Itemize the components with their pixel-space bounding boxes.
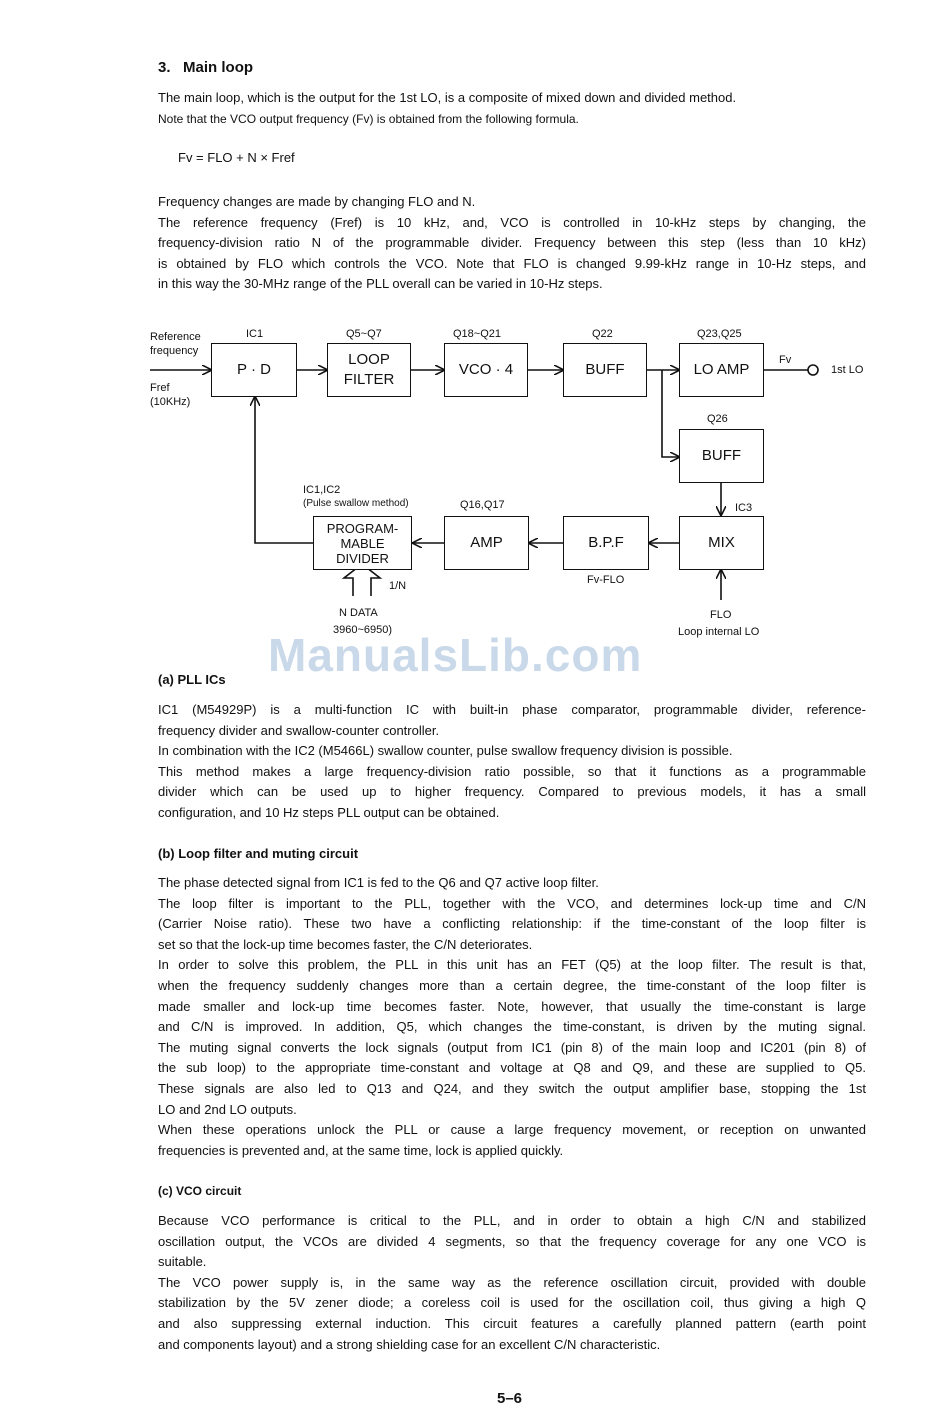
sec-b-line: The phase detected signal from IC1 is fe… [158,875,599,890]
sec-c-line: Because VCO performance is critical to t… [158,1213,866,1228]
sec-a-line: This method makes a large frequency-divi… [158,763,866,779]
sec-b-line: frequencies is prevented and, at the sam… [158,1142,564,1158]
freq-line: in this way the 30-MHz range of the PLL … [158,276,603,292]
section-title: Main loop [183,59,254,76]
sec-b-line: made smaller and lock-up time becomes fa… [158,998,866,1014]
sec-a-line: IC1 (M54929P) is a multi-function IC wit… [158,702,866,717]
freq-line: is obtained by FLO which controls the VC… [158,255,866,271]
buff1-ref: Q22 [592,328,613,340]
section-c-body: Because VCO performance is critical to t… [158,1211,866,1355]
bpf-block: B.P.F [563,516,649,570]
sec-a-line: In combination with the IC2 (M5466L) swa… [158,743,733,759]
programmable-divider-block: PROGRAM- MABLE DIVIDER [313,516,412,570]
sec-c-line: The VCO power supply is, in the same way… [158,1274,866,1290]
watermark: ManualsLib.com [268,629,643,681]
vco-formula: Fv = FLO + N × Fref [178,150,295,165]
section-b-title: (b) Loop filter and muting circuit [158,846,359,861]
prog-div-ref: IC1,IC2 (Pulse swallow method) [303,484,409,509]
bpf-output-label: Fv-FLO [587,574,625,586]
sec-b-line: when the frequency suddenly changes more… [158,977,866,993]
section-number: 3. [158,59,171,76]
sec-b-line: LO and 2nd LO outputs. [158,1101,297,1117]
freq-line: Frequency changes are made by changing F… [158,194,476,209]
section-a-title: (a) PLL ICs [158,672,226,687]
sec-a-line: divider which can be used up to higher f… [158,784,866,800]
output-label: 1st LO [831,364,864,376]
vco-block: VCO · 4 [444,343,528,397]
vco-ref: Q18~Q21 [453,328,502,340]
intro-line: The main loop, which is the output for t… [158,90,737,105]
sec-c-line: and also suppressing external induction.… [158,1315,866,1331]
sec-c-line: oscillation output, the VCOs are divided… [158,1233,866,1249]
loop-filter-ref: Q5~Q7 [346,328,382,340]
sec-b-line: (Carrier Noise ratio). These two have a … [158,916,866,932]
n-data-range: 3960~6950) [333,624,393,636]
sec-b-line: The muting signal converts the lock sign… [158,1039,866,1055]
section-b-body: The phase detected signal from IC1 is fe… [158,873,866,1161]
loop-filter-block: LOOP FILTER [327,343,411,397]
sec-b-line: These signals are also led to Q13 and Q2… [158,1080,866,1096]
sec-c-line: stabilization by the 5V zener diode; a c… [158,1295,866,1311]
page-number: 5–6 [497,1390,523,1407]
diagram-wiring [150,364,819,600]
mixer-block: MIX [679,516,764,570]
fv-label: Fv [779,354,792,366]
sec-b-line: When these operations unlock the PLL or … [158,1122,866,1138]
reference-input-label: Reference frequency [150,331,201,357]
section-a-body: IC1 (M54929P) is a multi-function IC wit… [158,700,866,824]
flo-label: FLO [710,609,732,621]
freq-line: frequency-division ratio N of the progra… [158,235,866,251]
sec-c-line: and components layout) and a strong shie… [158,1336,661,1352]
amp-block: AMP [444,516,529,570]
phase-detector-block: P · D [211,343,297,397]
intro-line: Note that the VCO output frequency (Fv) … [158,111,579,126]
flo-description: Loop internal LO [678,626,760,638]
sec-c-line: suitable. [158,1254,207,1270]
buffer2-block: BUFF [679,429,764,483]
pll-block-diagram: Reference frequency Fref (10KHz) IC1 Q5~… [0,0,950,660]
section-c-title: (c) VCO circuit [158,1184,242,1198]
n-ratio-label: 1/N [389,580,407,592]
freq-line: The reference frequency (Fref) is 10 kHz… [158,214,866,230]
sec-b-line: and C/N is improved. In addition, Q5, wh… [158,1019,866,1035]
intro-paragraph: The main loop, which is the output for t… [158,88,866,129]
buff2-ref: Q26 [707,413,728,425]
amp-ref: Q16,Q17 [460,499,505,511]
lo-amp-block: LO AMP [679,343,764,397]
pd-ref: IC1 [246,328,264,340]
fref-label: Fref (10KHz) [150,382,191,408]
sec-b-line: the sub loop) to the appropriate time-co… [158,1060,866,1076]
frequency-paragraph: Frequency changes are made by changing F… [158,192,866,295]
mix-ref: IC3 [735,502,753,514]
sec-b-line: The loop filter is important to the PLL,… [158,895,866,911]
sec-b-line: set so that the lock-up time becomes fas… [158,936,533,952]
sec-a-line: frequency divider and swallow-counter co… [158,722,440,738]
sec-a-line: configuration, and 10 Hz steps PLL outpu… [158,804,500,820]
lo-amp-ref: Q23,Q25 [697,328,742,340]
sec-b-line: In order to solve this problem, the PLL … [158,957,866,973]
buffer-block: BUFF [563,343,647,397]
n-data-label: N DATA [339,607,378,619]
section-heading: 3. Main loop [158,59,253,76]
